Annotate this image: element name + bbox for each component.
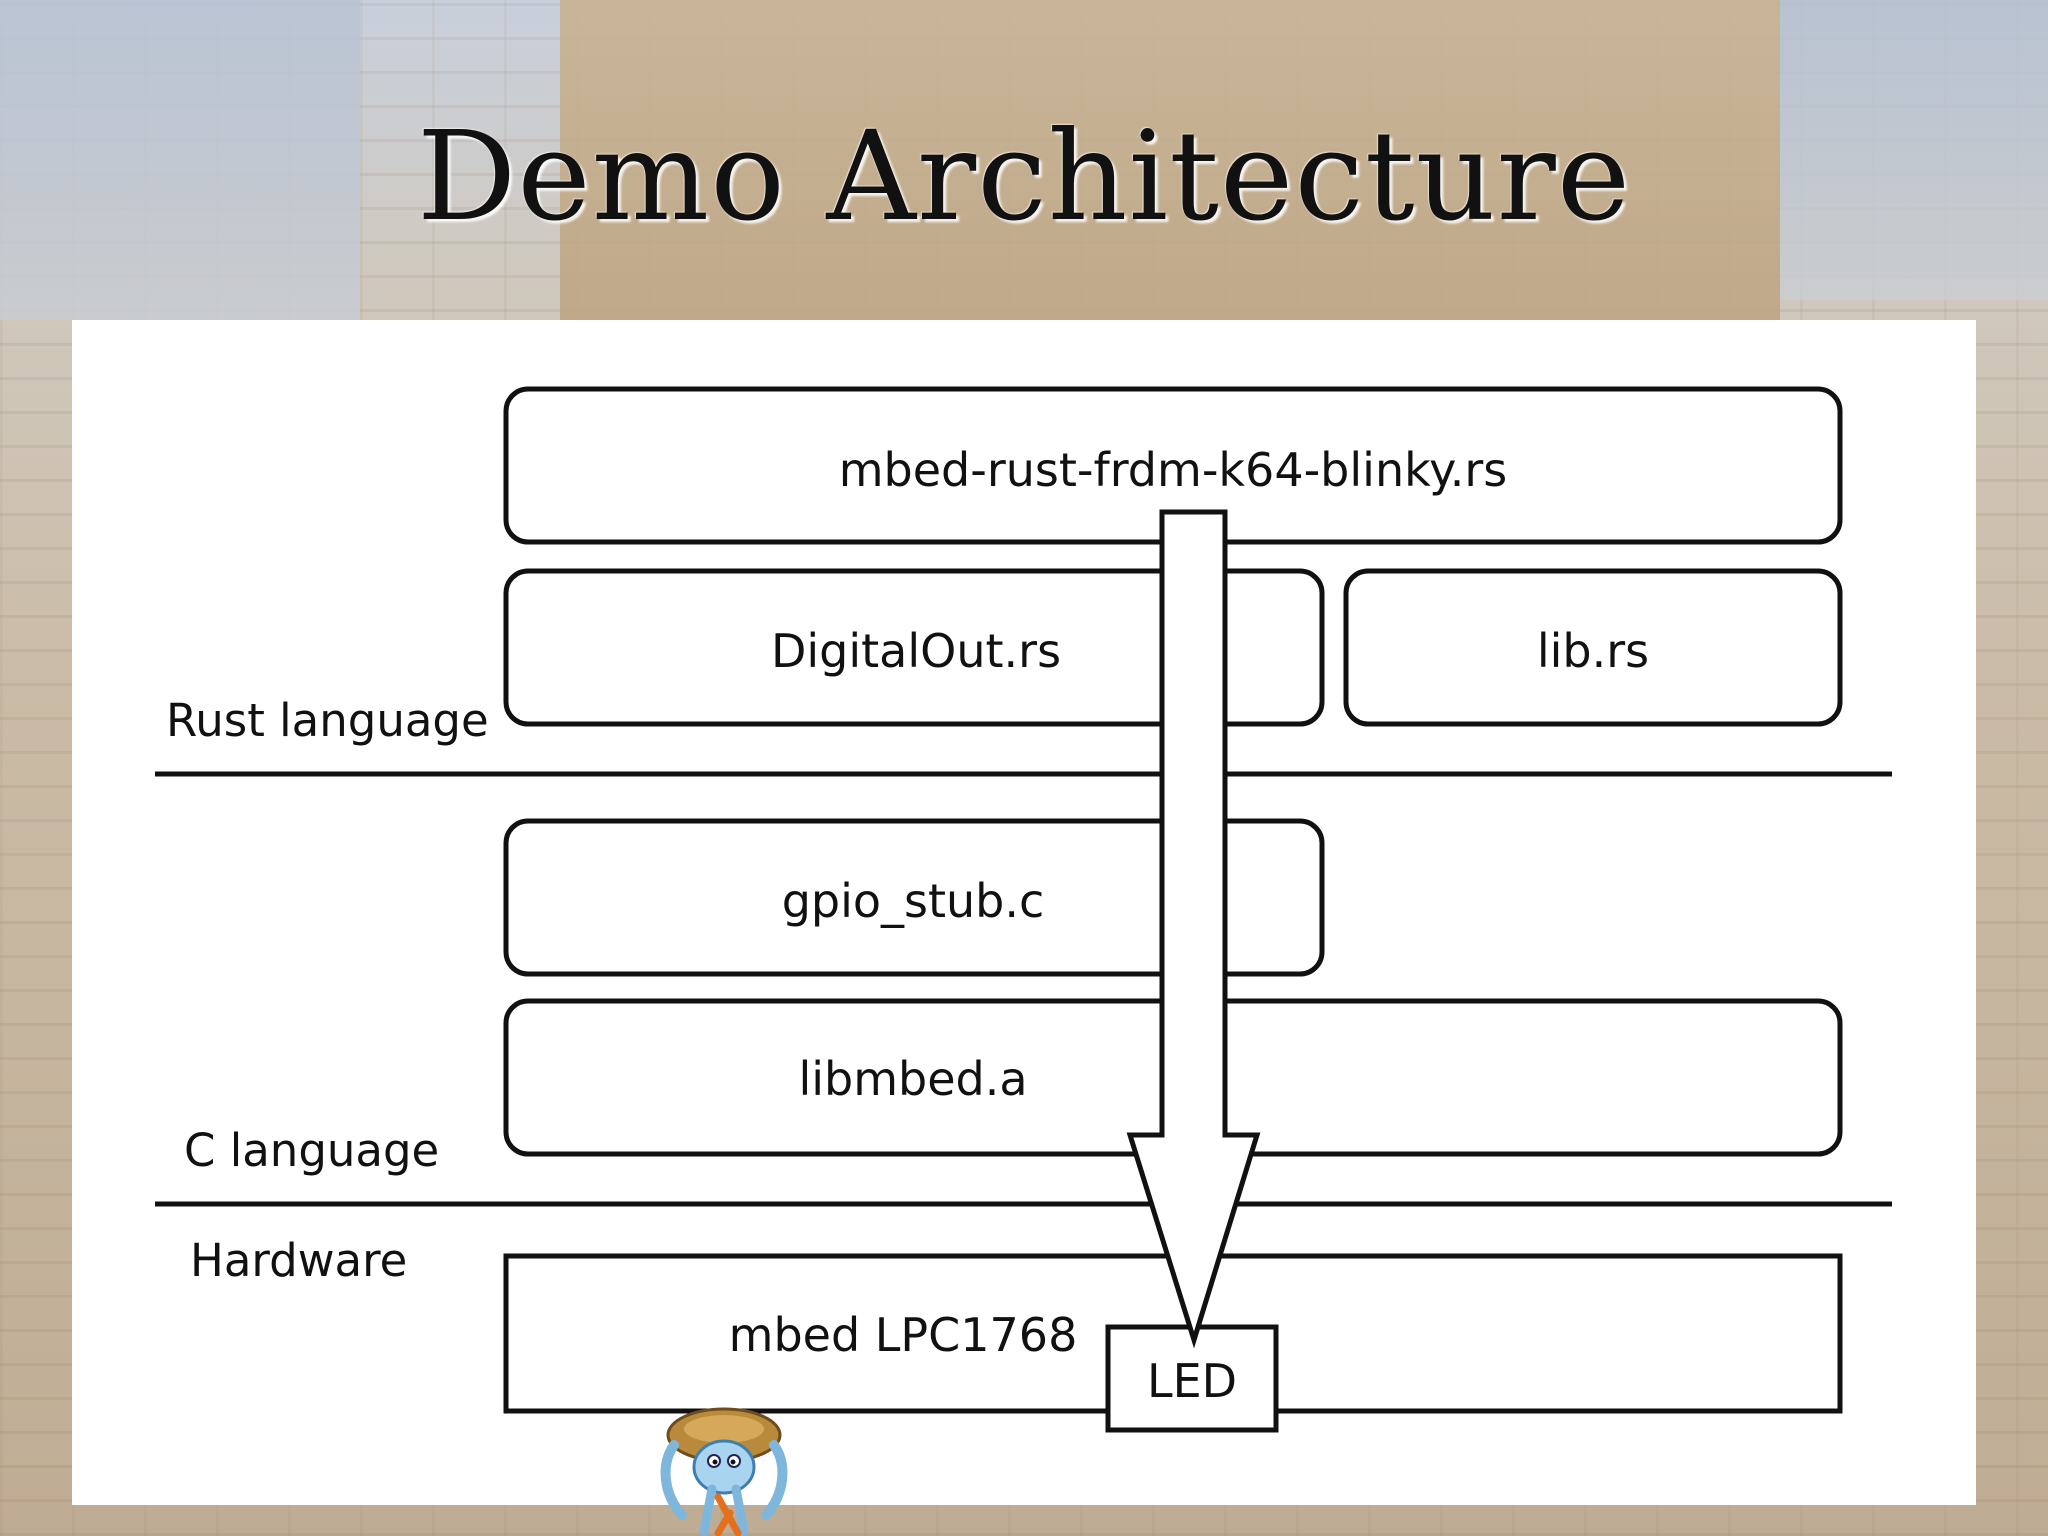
box-led [1105, 1324, 1279, 1433]
label-board: mbed LPC1768 [729, 1308, 1078, 1362]
label-led: LED [1147, 1354, 1237, 1408]
background-building-gable [560, 0, 1780, 330]
label-gpio-stub: gpio_stub.c [782, 874, 1045, 928]
box-digitalout [503, 568, 1325, 727]
down-arrow [1126, 509, 1261, 1349]
rust-crab-mascot-icon [660, 1407, 788, 1536]
label-libmbed: libmbed.a [798, 1052, 1027, 1106]
label-digitalout: DigitalOut.rs [771, 624, 1061, 678]
label-blinky: mbed-rust-frdm-k64-blinky.rs [839, 443, 1508, 497]
box-gpio-stub [503, 818, 1325, 977]
background-sky-right [1780, 0, 2048, 300]
label-lib: lib.rs [1537, 624, 1649, 678]
slide-title: Demo Architecture [416, 105, 1632, 249]
layer-label-rust: Rust language [166, 694, 489, 747]
layer-label-c: C language [184, 1124, 439, 1177]
box-lib [1343, 568, 1843, 727]
layer-label-hardware: Hardware [190, 1234, 407, 1287]
background-sky-left [0, 0, 360, 320]
